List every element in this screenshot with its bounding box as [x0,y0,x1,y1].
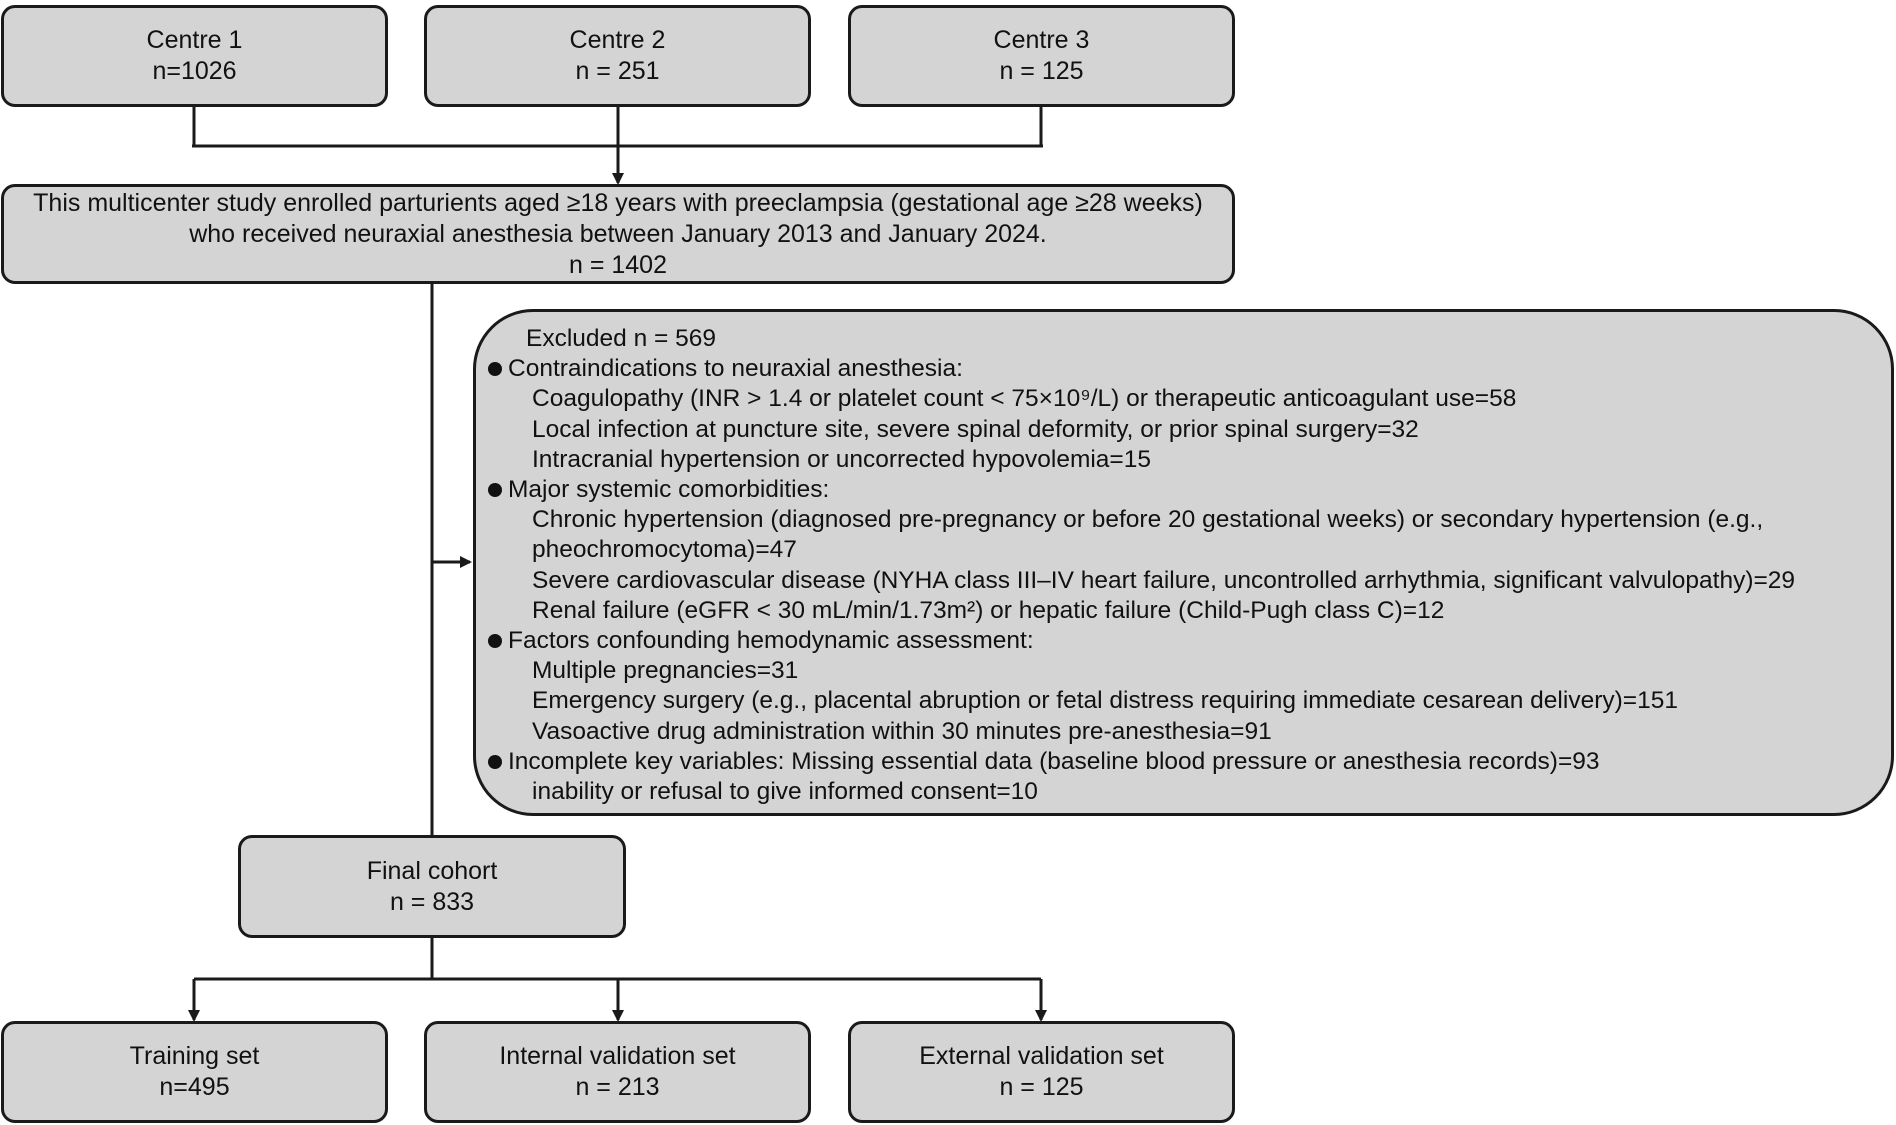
final-cohort-box: Final cohort n = 833 [238,835,626,938]
centre-1-count: n=1026 [152,57,237,85]
centre-3-name: Centre 3 [993,26,1090,54]
excluded-item: Vasoactive drug administration within 30… [532,717,1272,745]
excluded-group-3-heading: Factors confounding hemodynamic assessme… [488,626,1871,656]
training-set-box: Training set n=495 [1,1021,388,1123]
enrolled-count: n = 1402 [568,250,667,279]
excluded-group-2-heading: Major systemic comorbidities: [488,475,1871,505]
excluded-item: Local infection at puncture site, severe… [532,415,1419,443]
excluded-item: Multiple pregnancies=31 [532,657,799,685]
excluded-item: inability or refusal to give informed co… [532,778,1038,806]
internal-validation-set-name: Internal validation set [499,1042,736,1070]
enrolled-box: This multicenter study enrolled parturie… [1,184,1235,284]
training-set-name: Training set [129,1042,260,1070]
internal-validation-set-count: n = 213 [575,1073,660,1101]
final-cohort-name: Final cohort [366,856,498,885]
centre-3-count: n = 125 [999,57,1084,85]
excluded-group-4-heading: Incomplete key variables: Missing essent… [488,747,1871,777]
excluded-box: Excluded n = 569 Contraindications to ne… [473,309,1894,816]
training-set-count: n=495 [159,1073,230,1101]
excluded-item: Coagulopathy (INR > 1.4 or platelet coun… [532,385,1517,413]
external-validation-set-box: External validation set n = 125 [848,1021,1235,1123]
final-cohort-count: n = 833 [389,887,475,916]
excluded-item: Intracranial hypertension or uncorrected… [532,445,1151,473]
excluded-item: Emergency surgery (e.g., placental abrup… [532,687,1678,715]
centre-1-name: Centre 1 [146,26,243,54]
excluded-title: Excluded n = 569 [526,325,717,352]
external-validation-set-name: External validation set [919,1042,1164,1070]
external-validation-set-count: n = 125 [999,1073,1084,1101]
centre-2-box: Centre 2 n = 251 [424,5,811,107]
excluded-group-1-heading: Contraindications to neuraxial anesthesi… [488,354,1871,384]
excluded-item: Severe cardiovascular disease (NYHA clas… [532,566,1796,594]
internal-validation-set-box: Internal validation set n = 213 [424,1021,811,1123]
excluded-item: Chronic hypertension (diagnosed pre-preg… [532,506,1764,534]
centre-2-name: Centre 2 [569,26,666,54]
enrolled-line-2: who received neuraxial anesthesia betwee… [189,219,1047,248]
excluded-item: pheochromocytoma)=47 [532,536,797,564]
centre-1-box: Centre 1 n=1026 [1,5,388,107]
centre-3-box: Centre 3 n = 125 [848,5,1235,107]
excluded-item: Renal failure (eGFR < 30 mL/min/1.73m²) … [532,596,1445,624]
enrolled-line-1: This multicenter study enrolled parturie… [33,188,1203,217]
centre-2-count: n = 251 [575,57,660,85]
